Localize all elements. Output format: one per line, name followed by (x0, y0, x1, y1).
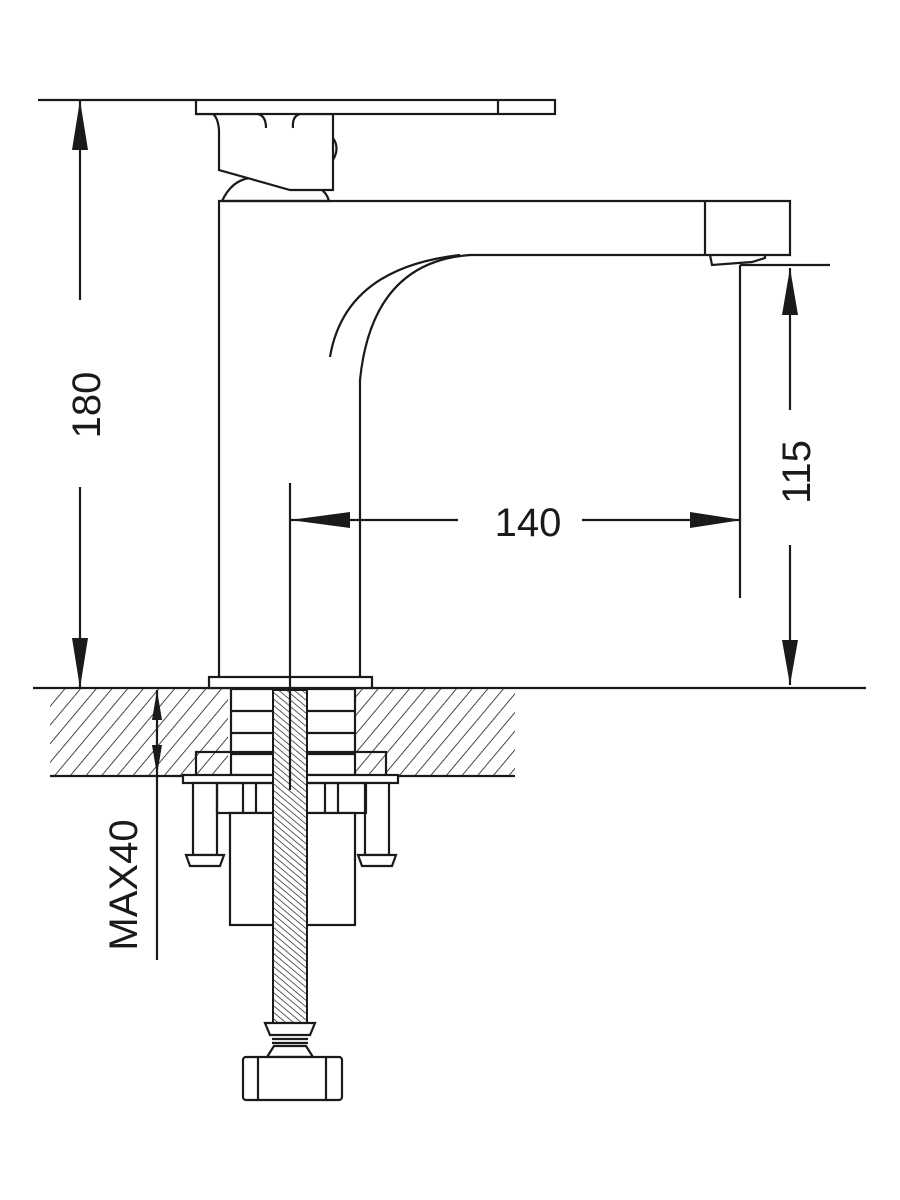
tap-body (207, 199, 792, 690)
lever-handle (194, 98, 557, 203)
dimension-spout-height-115: 115 (740, 263, 830, 685)
countertop (33, 686, 866, 778)
dimension-label-max40: MAX40 (102, 819, 146, 950)
dimension-height-180: 180 (38, 98, 196, 688)
dimension-label-140: 140 (495, 501, 562, 545)
dimension-max-40: MAX40 (102, 690, 162, 960)
dimension-label-115: 115 (775, 440, 819, 504)
dimension-reach-140: 140 (290, 265, 742, 598)
dimension-label-180: 180 (65, 372, 109, 439)
